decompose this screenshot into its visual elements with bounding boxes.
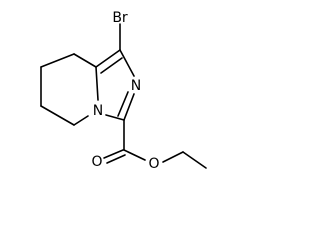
bond-carbonyl-ester-o (123, 149, 146, 161)
atom-label-bromine: Br (112, 10, 128, 26)
bond-c1-n2 (119, 49, 135, 77)
bond-ester-o-ch2 (162, 151, 184, 163)
bond-c8a-c1 (95, 49, 121, 68)
atom-label-oxygen-ester: O (148, 156, 159, 172)
bond-c8-c7 (40, 53, 75, 68)
bond-c5-n4 (73, 115, 89, 126)
bond-carbonyl-o-double-a (103, 149, 124, 159)
bond-c8a-c1-double (100, 57, 123, 74)
molecule-structure: Br N N O O (40, 10, 207, 172)
bond-carbonyl-o-double-b (106, 154, 126, 164)
bond-ch2-ch3 (182, 151, 207, 169)
atom-label-nitrogen-bridgehead: N (93, 103, 103, 119)
bond-c8a-c8 (73, 53, 97, 68)
bond-n2-c3-double (117, 91, 129, 117)
bond-n2-c3 (123, 93, 135, 121)
atom-label-oxygen-carbonyl: O (91, 154, 102, 170)
bond-c3-n4 (105, 114, 125, 121)
atom-label-nitrogen-imidazole: N (131, 78, 141, 94)
bond-c6-c5 (40, 105, 75, 126)
bond-n4-c8a (95, 66, 99, 101)
